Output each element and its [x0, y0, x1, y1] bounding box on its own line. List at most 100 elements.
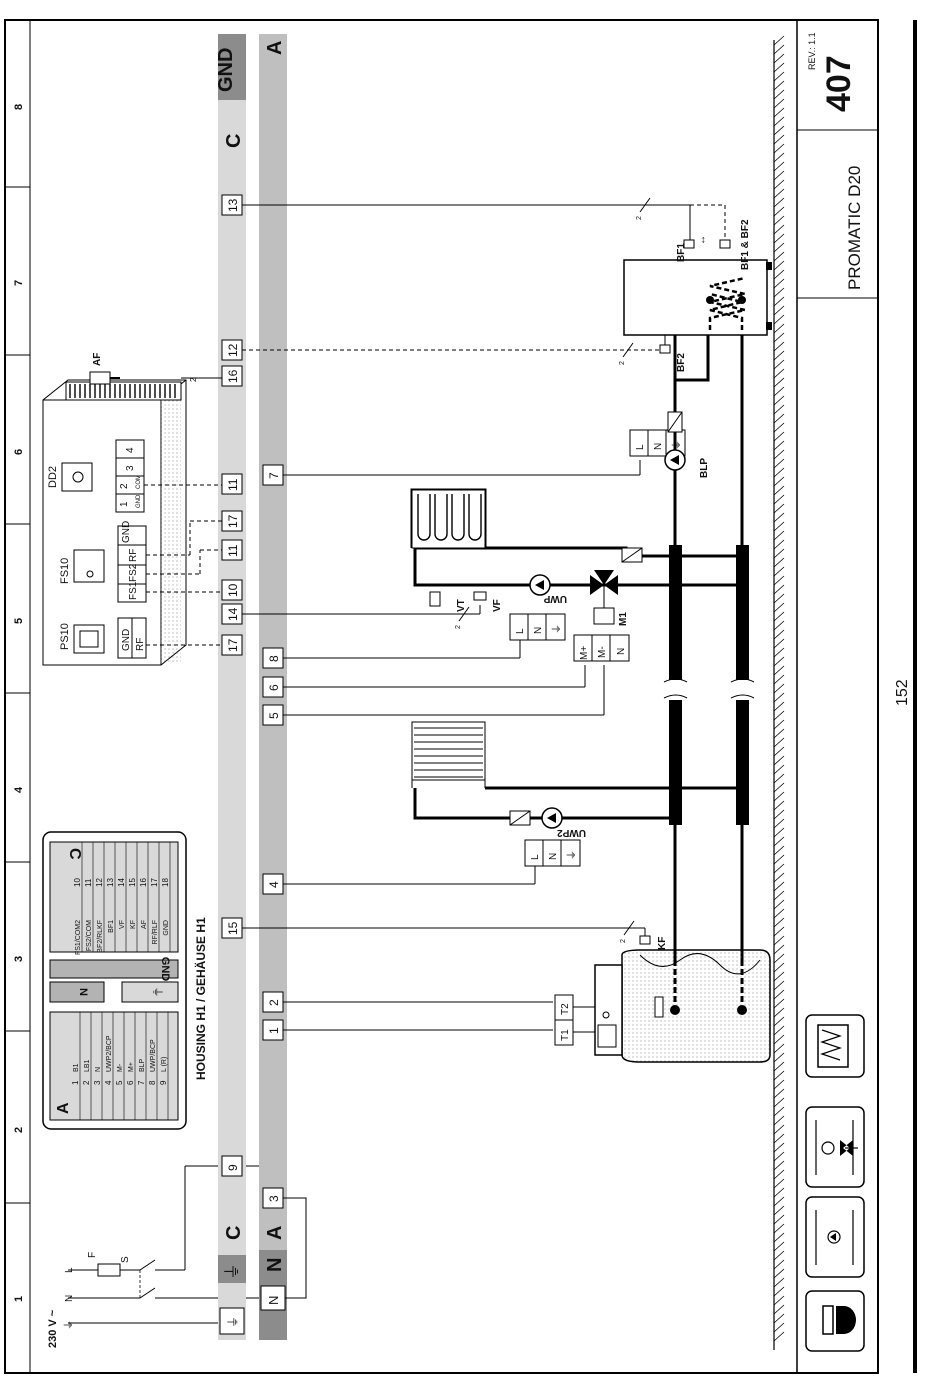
page-number: 152: [894, 679, 911, 706]
fs10-fs2: FS2: [128, 563, 139, 582]
uwp2-n: N: [548, 853, 559, 860]
c-rail: GND C C ⏚ ⏚: [215, 34, 246, 1340]
drawing-frame: [4, 19, 879, 1374]
legend-c-no: 14: [117, 878, 126, 887]
dd2-label: DD2: [47, 466, 59, 488]
uwp-pump: UWP: [529, 574, 567, 604]
legend-c-item: BF1: [108, 920, 115, 933]
bf1-wire-count: 2: [636, 216, 643, 220]
af-label: AF: [92, 353, 103, 366]
fuse: [97, 1263, 121, 1277]
control-wires: [144, 484, 222, 646]
supply-voltage: 230 V ~: [47, 1309, 59, 1348]
c-terminal-10: 10: [226, 583, 240, 597]
c-terminals: 9 15 17 14 10 11 17 11 16 12 13: [221, 194, 243, 1177]
grid-number-4: 4: [13, 786, 25, 793]
module-fs10: FS10 GND RF FS2 FS1: [59, 521, 147, 603]
legend-a-no: 4: [104, 1080, 113, 1085]
legend-c-header: C: [66, 848, 83, 860]
legend-a-no: 1: [71, 1080, 80, 1085]
legend-a-item: L (R): [161, 1057, 168, 1072]
c-terminal-11b: 11: [226, 478, 240, 491]
grid-number-6: 6: [13, 449, 25, 455]
vf-wire-count: 2: [455, 625, 462, 629]
grid-numbers: 1 2 3 4 5 6 7 8: [13, 104, 25, 1302]
a-rail-label-top: A: [264, 41, 286, 55]
legend-c-no: 12: [95, 878, 104, 887]
bf2-wire-count: 2: [619, 361, 626, 365]
module-ps10: PS10 GND RF: [59, 617, 147, 659]
a-terminal-2: 2: [267, 999, 281, 1006]
legend-a-item: LB1: [84, 1059, 91, 1072]
flow-sensor-vf: VF VT: [429, 591, 503, 612]
legend-a-item: UWP/BCP: [150, 1039, 157, 1072]
legend-c-item: FS1/COM2: [75, 920, 82, 955]
ps10-rf: RF: [135, 638, 146, 651]
fs10-label: FS10: [59, 558, 71, 584]
module-dd2: DD2 4 3 2 COM 1 GND: [47, 439, 145, 513]
terminal-block-uwp2: L N ⏚: [524, 839, 581, 867]
dd2-t2: 2: [119, 483, 130, 489]
dashed-sensor-wires: [242, 204, 726, 351]
uwp2-l: L: [530, 854, 541, 860]
t1-label: T1: [560, 1029, 571, 1041]
grid-ticks: [5, 186, 30, 1204]
legend-c-no: 13: [106, 878, 115, 887]
bf2-label: BF2: [676, 353, 687, 372]
fuse-label: F: [87, 1252, 98, 1258]
blp-n: N: [653, 443, 664, 450]
legend-c-item: BF2/RLKF: [97, 920, 104, 953]
mixing-check-valve: [621, 547, 643, 563]
m1-mminus: M-: [597, 646, 608, 658]
m1-n: N: [616, 648, 627, 655]
c-terminal-11a: 11: [226, 544, 240, 557]
power-supply: 230 V ~ ⏚ N L F S: [47, 1165, 262, 1348]
dd2-t1: 1: [119, 501, 130, 507]
m1-mplus: M+: [579, 646, 590, 660]
uwp-earth: ⏚: [551, 624, 563, 634]
bf1-bf2-label: BF1 & BF2: [740, 219, 751, 270]
revision-label: REV.: 1.1: [807, 32, 817, 70]
uwp-label: UWP: [543, 593, 567, 604]
fs10-gnd: GND: [121, 521, 132, 543]
boiler: T2 T1 KF: [554, 935, 771, 1063]
uwp-n: N: [533, 627, 544, 634]
a-terminals: 3 1 2 4 5 6 8 7: [262, 464, 284, 1209]
grid-number-8: 8: [13, 104, 25, 110]
af-wire-count: 2: [189, 377, 198, 382]
switch-label: S: [120, 1256, 131, 1263]
legend-a-item: N: [95, 1067, 102, 1072]
c-terminal-9: 9: [226, 1164, 240, 1171]
a-terminal-8: 8: [267, 655, 281, 662]
dd2-com: COM: [136, 475, 142, 489]
c-rail-label-bottom: C: [223, 1226, 245, 1240]
radiator: [411, 721, 486, 781]
uwp2-earth: ⏚: [566, 850, 578, 860]
floor-hatch: [773, 35, 785, 1350]
hydraulic-pipes: [673, 298, 744, 960]
housing-vent: [65, 381, 182, 401]
c-terminal-14: 14: [226, 607, 240, 621]
dd2-t4: 4: [125, 447, 136, 453]
housing-h1: [42, 379, 187, 666]
legend-n: N: [77, 988, 89, 996]
legend-c-no: 18: [161, 878, 170, 887]
legend-a-no: 6: [126, 1080, 135, 1085]
grid-number-1: 1: [13, 1296, 25, 1302]
c-terminal-17b: 17: [226, 514, 240, 528]
c-terminal-15: 15: [226, 921, 240, 935]
storage-tank-legend-icon: [805, 1014, 865, 1078]
gnd-rail-label: GND: [215, 48, 237, 92]
outdoor-sensor-af: AF 2: [89, 353, 222, 385]
legend-a-no: 3: [93, 1080, 102, 1085]
terminal-block-m1: M+ M- N: [573, 634, 630, 662]
kf-label: KF: [657, 937, 668, 950]
uwp2-label: UWP2: [557, 827, 586, 838]
c-terminal-17a: 17: [226, 638, 240, 652]
a-terminal-7: 7: [267, 472, 281, 479]
legend-a-item: B1: [73, 1063, 80, 1072]
mixing-valve-m1: M1: [590, 570, 629, 626]
a-terminal-1: 1: [267, 1027, 281, 1034]
bf1-label: BF1: [676, 243, 687, 262]
vt-label: VT: [456, 599, 467, 612]
